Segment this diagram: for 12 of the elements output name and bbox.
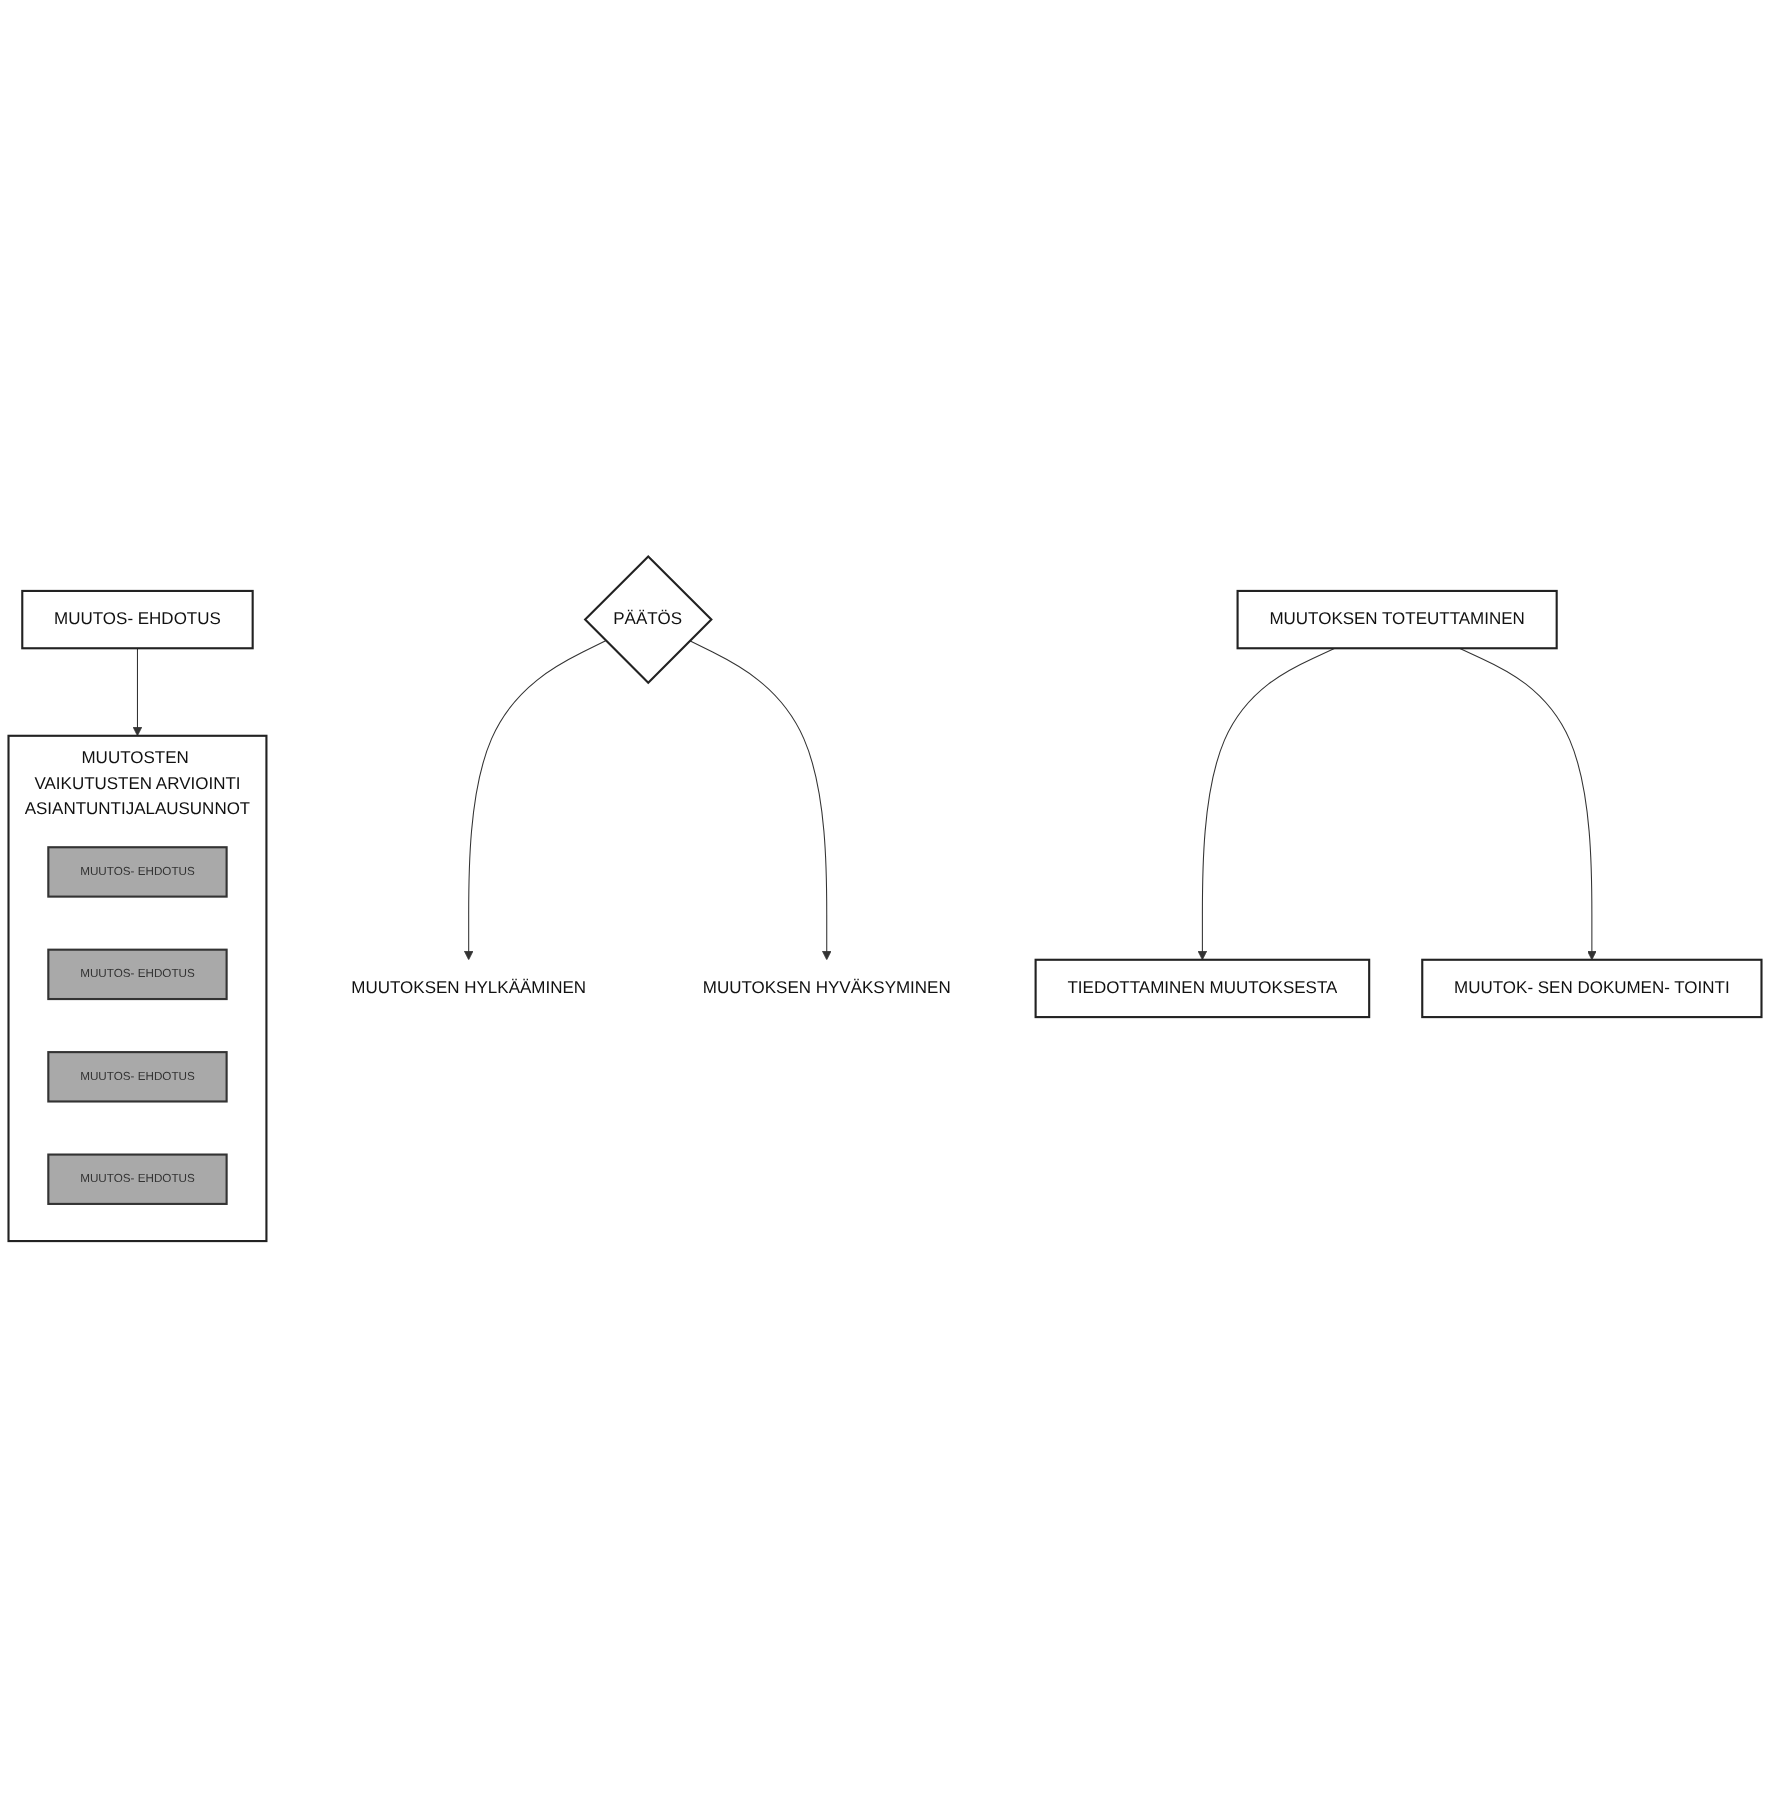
node-text: MUUTOKSEN HYVÄKSYMINEN <box>702 979 951 998</box>
node-box: MUUTOK- SEN DOKUMEN- TOINTI <box>1421 958 1763 1019</box>
arrow <box>1458 647 1597 961</box>
node-box: MUUTOS- EHDOTUS <box>21 590 254 650</box>
node-diamond: PÄÄTÖS <box>583 555 713 685</box>
arrow <box>132 647 143 737</box>
arrow <box>464 640 607 961</box>
node-box: MUUTOKSEN TOTEUTTAMINEN <box>1236 590 1558 650</box>
node-box: TIEDOTTAMINEN MUUTOKSESTA <box>1034 958 1371 1019</box>
node-text: MUUTOKSEN HYLKÄÄMINEN <box>351 979 587 998</box>
arrow <box>1197 647 1336 961</box>
arrow <box>689 640 832 961</box>
